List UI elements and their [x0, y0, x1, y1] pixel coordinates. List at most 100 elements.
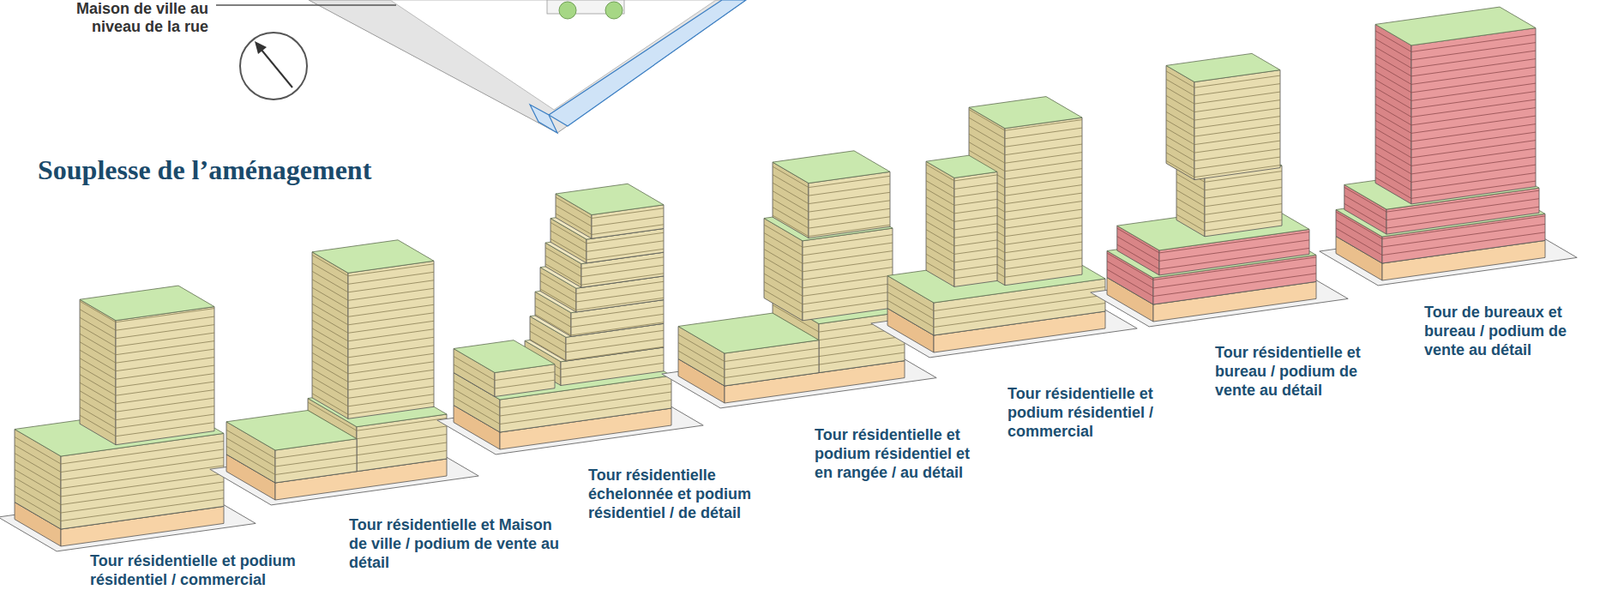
floor-line — [887, 300, 1106, 328]
floor-line — [1375, 96, 1536, 117]
floor-line — [79, 317, 215, 339]
north-arrow-circle — [240, 32, 307, 100]
green-roof — [226, 410, 357, 452]
floor-line — [1117, 244, 1310, 270]
side-face — [79, 299, 116, 446]
floor-line — [1375, 63, 1536, 85]
floor-line — [1176, 190, 1282, 207]
floor-line — [1166, 152, 1281, 169]
floor-line — [453, 396, 672, 425]
floor-line — [79, 374, 215, 397]
plan-water — [548, 0, 746, 127]
floor-line — [79, 415, 215, 437]
plan-basin — [529, 104, 558, 133]
floor-line — [1166, 160, 1281, 177]
green-roof — [926, 155, 998, 178]
floor-line — [14, 477, 224, 506]
floor-line — [1176, 214, 1282, 231]
floor-line — [1375, 120, 1536, 142]
floor-line — [79, 358, 215, 380]
green-roof — [555, 183, 664, 215]
floor-line — [14, 461, 224, 489]
front-face — [348, 260, 434, 419]
option-caption: Tour résidentielle et podium résidentiel… — [1007, 384, 1184, 441]
floor-line — [1375, 54, 1536, 77]
floor-line — [1166, 144, 1281, 161]
floor-line — [772, 215, 891, 237]
floor-line — [1166, 127, 1281, 145]
north-arrow-shaft — [260, 48, 293, 88]
option-caption: Tour résidentielle et podium résidentiel… — [90, 551, 348, 590]
floor-line — [545, 264, 664, 286]
side-face — [312, 252, 349, 420]
floor-line — [1106, 269, 1317, 297]
green-roof — [772, 150, 891, 184]
floor-line — [1375, 38, 1536, 61]
plan-tree — [559, 1, 577, 19]
floor-line — [1375, 161, 1536, 183]
floor-line — [1335, 228, 1546, 256]
floor-line — [79, 398, 215, 421]
green-roof — [79, 285, 215, 321]
floor-line — [926, 204, 998, 222]
floor-line — [926, 221, 998, 238]
floor-line — [926, 197, 998, 214]
floor-line — [1166, 136, 1281, 153]
floor-line — [79, 342, 215, 364]
floor-line — [772, 207, 891, 229]
floor-line — [1375, 103, 1536, 125]
option-caption: Tour résidentielle échelonnée et podium … — [588, 465, 786, 523]
plan-tree — [605, 1, 623, 19]
floor-line — [14, 486, 224, 514]
floor-line — [1344, 203, 1540, 229]
green-roof — [968, 96, 1083, 129]
floor-line — [1166, 95, 1281, 112]
floor-line — [226, 445, 357, 475]
green-roof — [678, 312, 819, 354]
floor-line — [14, 469, 224, 498]
floor-line — [926, 213, 998, 230]
floor-line — [1375, 152, 1536, 175]
floor-line — [1375, 112, 1536, 134]
floor-line — [926, 188, 998, 205]
floor-line — [772, 191, 891, 213]
floor-line — [926, 246, 998, 263]
option-caption: Tour résidentielle et Maison de ville / … — [348, 515, 564, 572]
floor-line — [887, 292, 1106, 320]
floor-line — [772, 182, 891, 205]
floor-line — [79, 333, 215, 355]
green-roof — [1375, 6, 1536, 46]
front-face — [802, 228, 893, 321]
floor-line — [926, 253, 998, 271]
floor-line — [1176, 206, 1282, 223]
floor-line — [1375, 168, 1536, 191]
option-caption: Tour résidentielle et bureau / podium de… — [1215, 342, 1391, 400]
front-face — [1411, 28, 1536, 205]
floor-line — [529, 339, 664, 361]
section-heading: Souplesse de l’aménagement — [37, 154, 372, 187]
floor-line — [79, 382, 215, 404]
floor-line — [926, 237, 998, 254]
floor-line — [79, 349, 215, 372]
floor-line — [968, 142, 1083, 164]
floor-line — [1166, 103, 1281, 121]
green-roof — [453, 340, 555, 373]
floor-line — [926, 180, 998, 198]
floor-line — [79, 325, 215, 348]
floor-line — [1166, 120, 1281, 137]
green-roof — [1166, 53, 1281, 82]
floor-line — [14, 453, 224, 482]
floor-line — [453, 389, 672, 417]
floor-line — [14, 493, 224, 522]
north-arrow-head — [254, 41, 267, 55]
floor-line — [79, 366, 215, 388]
floor-line — [1375, 136, 1536, 158]
floor-line — [1166, 78, 1281, 96]
green-roof — [312, 240, 434, 274]
floor-line — [550, 238, 664, 260]
floor-line — [1176, 181, 1282, 199]
floor-line — [79, 407, 215, 429]
callout-label: Maison de ville au niveau de la rue — [54, 0, 209, 37]
option-caption: Tour résidentielle et podium résidentiel… — [814, 425, 991, 482]
